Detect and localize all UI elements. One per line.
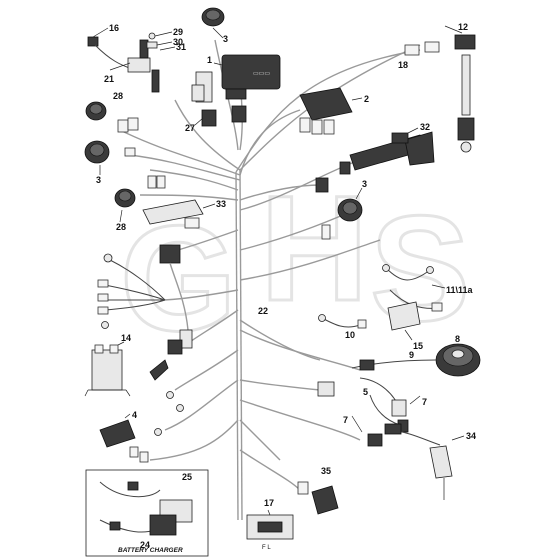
callout-29: 29 — [173, 27, 183, 37]
callout-17: 17 — [264, 498, 274, 508]
part-21-key-switch — [94, 39, 160, 93]
main-harness — [119, 39, 421, 521]
part-15-box — [387, 301, 421, 341]
loose-leads-left — [97, 253, 166, 329]
part-3-switch-top — [201, 7, 225, 39]
callout-3-right: 3 — [362, 179, 367, 189]
callout-3-top: 3 — [223, 34, 228, 44]
part-1-control-module: ▭▭▭ — [191, 54, 281, 103]
callout-3-left: 3 — [96, 175, 101, 185]
battery-charger-title: BATTERY CHARGER — [118, 547, 183, 554]
part-4-block — [99, 391, 184, 463]
connector-mid-left — [149, 244, 193, 381]
part-17-socket: F L — [246, 509, 294, 551]
part-16-switch — [87, 27, 109, 47]
part-17-label: F L — [262, 545, 271, 551]
callout-7-lower: 7 — [343, 415, 348, 425]
callout-8: 8 — [455, 334, 460, 344]
callout-15: 15 — [413, 341, 423, 351]
callout-16: 16 — [109, 23, 119, 33]
part-10-lead — [318, 314, 367, 329]
part-34-switch — [384, 423, 465, 500]
callout-4: 4 — [132, 410, 137, 420]
callout-27: 27 — [185, 123, 195, 133]
part-33-board — [142, 199, 216, 229]
callout-1: 1 — [207, 55, 212, 65]
svg-text:H: H — [260, 164, 368, 332]
callout-9: 9 — [409, 350, 414, 360]
part-2-fuse-block — [299, 87, 363, 135]
callout-24: 24 — [140, 540, 150, 550]
part-1-label: ▭▭▭ — [253, 71, 270, 77]
battery-charger-inset: BATTERY CHARGER — [85, 469, 209, 557]
part-28-switch-upper — [85, 101, 139, 133]
part-8-clutch — [435, 343, 481, 377]
callout-21: 21 — [104, 74, 114, 84]
watermark: G H S — [119, 163, 472, 364]
callout-5: 5 — [363, 387, 368, 397]
part-14-solenoid — [84, 341, 131, 397]
callout-30: 30 — [173, 37, 183, 47]
callout-labels: 16 21 29 30 31 3 1 28 27 3 28 33 12 18 2… — [96, 22, 476, 550]
callout-7-upper: 7 — [422, 397, 427, 407]
part-27-relay — [194, 105, 247, 127]
part-3-switch-right — [315, 177, 363, 240]
callout-34: 34 — [466, 431, 476, 441]
callout-18: 18 — [398, 60, 408, 70]
callout-12: 12 — [458, 22, 468, 32]
callout-25: 25 — [182, 472, 192, 482]
part-11-lead — [382, 264, 446, 312]
callout-33: 33 — [216, 199, 226, 209]
callout-28-upper: 28 — [113, 91, 123, 101]
part-12-sensor — [404, 25, 476, 153]
svg-text:G: G — [120, 194, 237, 362]
callout-28-lower: 28 — [116, 222, 126, 232]
part-32-actuator — [339, 127, 435, 175]
callout-14: 14 — [121, 333, 131, 343]
callout-22: 22 — [258, 306, 268, 316]
callout-10: 10 — [345, 330, 355, 340]
part-3-switch-left — [84, 140, 136, 175]
callout-11: 11\11a — [446, 285, 474, 295]
parts-29-30-31 — [146, 31, 176, 51]
part-9-lead — [351, 359, 437, 371]
callout-35: 35 — [321, 466, 331, 476]
part-35-plug — [297, 481, 339, 515]
callout-2: 2 — [364, 94, 369, 104]
parts-5-7-switches — [317, 377, 421, 447]
part-28-switch-lower — [114, 175, 166, 223]
callout-31: 31 — [176, 42, 186, 52]
callout-32: 32 — [420, 122, 430, 132]
